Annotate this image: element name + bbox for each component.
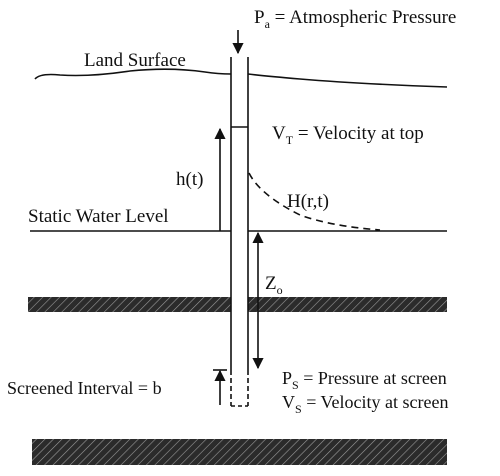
head-label: h(t) <box>176 169 203 190</box>
screened-interval-label: Screened Interval = b <box>7 378 162 398</box>
drawdown-curve <box>248 172 381 231</box>
depth-label: Zo <box>265 273 283 297</box>
land-surface-label: Land Surface <box>84 50 186 71</box>
static-water-level-label: Static Water Level <box>28 206 169 227</box>
land-surface-line <box>34 68 448 88</box>
confining-layer-lower <box>32 439 447 465</box>
drawdown-label: H(r,t) <box>287 191 329 212</box>
velocity-top-label: VT = Velocity at top <box>272 123 424 147</box>
atmospheric-pressure-label: Pa = Atmospheric Pressure <box>254 7 456 31</box>
pressure-screen-label: PS = Pressure at screen <box>282 368 447 392</box>
well-casing-gap <box>231 297 248 312</box>
velocity-screen-label: VS = Velocity at screen <box>282 392 448 416</box>
